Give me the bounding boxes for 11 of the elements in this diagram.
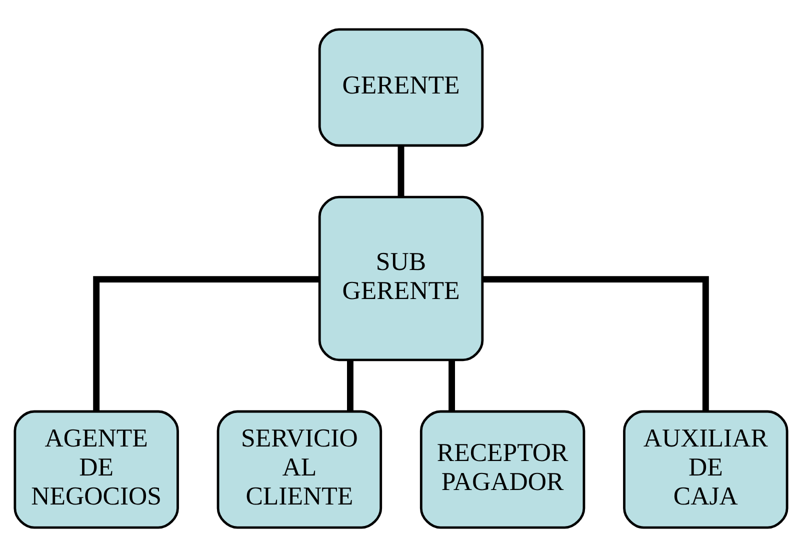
connector <box>482 276 709 411</box>
node-box: SUB GERENTE <box>318 195 484 361</box>
connector <box>398 145 404 196</box>
node-box: AUXILIAR DE CAJA <box>623 410 788 528</box>
node-box: GERENTE <box>318 28 484 146</box>
connector <box>448 360 455 411</box>
node-box: SERVICIO AL CLIENTE <box>216 410 382 528</box>
node-box: AGENTE DE NEGOCIOS <box>14 410 179 528</box>
connector <box>93 276 320 411</box>
connector <box>347 360 354 411</box>
node-box: RECEPTOR PAGADOR <box>420 410 586 528</box>
